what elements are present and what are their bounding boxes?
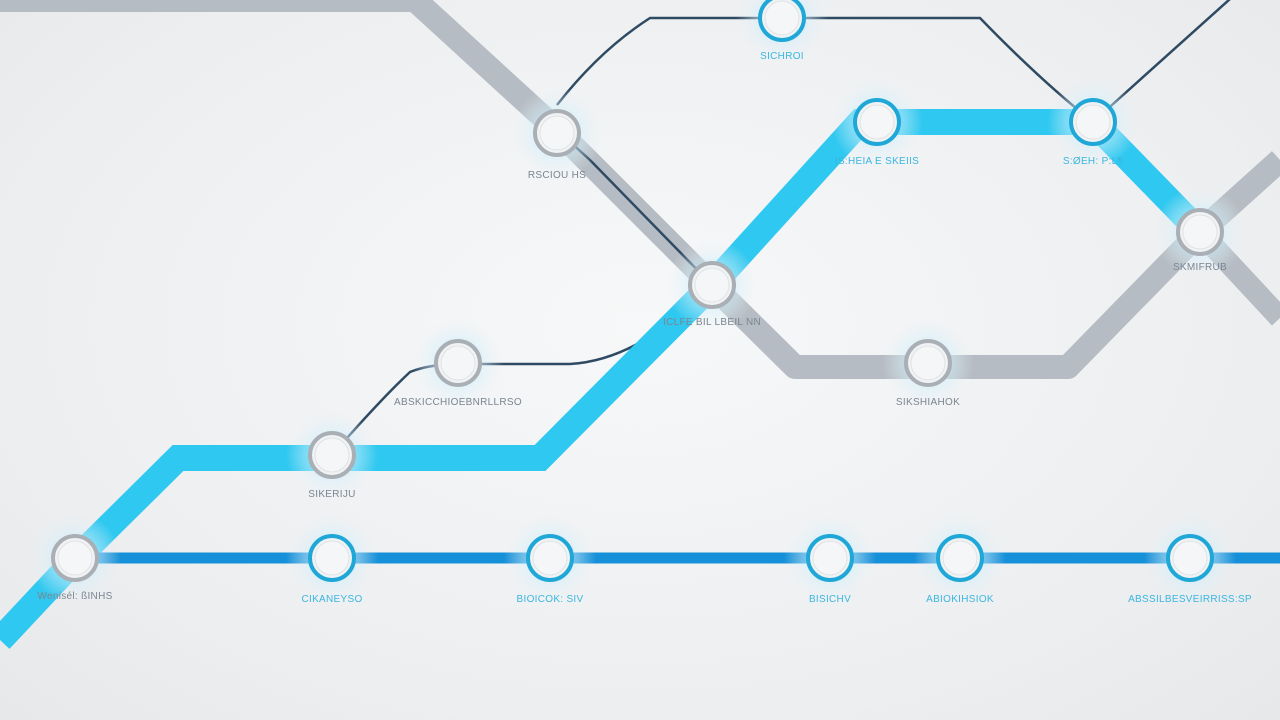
station-marker-inner <box>532 540 568 576</box>
station-label: ABSKICCHIOEBNRLLRSO <box>394 397 522 408</box>
station-label: IS:HEIA E SKEIIS <box>835 156 919 167</box>
station-label: BIOICOK: SIV <box>517 594 584 605</box>
station-s13[interactable]: BISICHV <box>784 512 876 605</box>
station-s05[interactable]: SKMIFRUB <box>1154 186 1246 278</box>
station-marker-inner <box>1182 214 1218 250</box>
gray-line <box>0 0 1280 379</box>
station-label: SIKERIJU <box>308 489 355 500</box>
navy-line-track-lower <box>331 129 714 456</box>
station-label: RSCIOU HS <box>528 170 586 181</box>
station-s12[interactable]: BIOICOK: SIV <box>504 512 596 605</box>
station-marker-inner <box>57 540 93 576</box>
station-marker-inner <box>942 540 978 576</box>
station-s03[interactable]: IS:HEIA E SKEIIS <box>831 76 923 168</box>
station-label: ABSSILBESVEIRRISS:SP <box>1128 594 1252 605</box>
station-label: ICLFE BIL LBEIL NN <box>663 317 761 328</box>
station-s02[interactable]: RSCIOU HS <box>511 87 603 181</box>
station-s04[interactable]: S:ØEH: P:L¶ <box>1047 76 1139 168</box>
station-s09[interactable]: SIKERIJU <box>286 409 378 501</box>
station-marker-inner <box>314 540 350 576</box>
station-marker-inner <box>440 345 476 381</box>
station-marker-inner <box>1075 104 1111 140</box>
station-s10[interactable]: Wenisél: ßINHS <box>29 512 121 604</box>
station-label: ABIOKIHSIOK <box>926 594 994 605</box>
station-label: BISICHV <box>809 594 851 605</box>
station-label: CIKANEYSO <box>301 594 362 605</box>
station-s15[interactable]: ABSSILBESVEIRRISS:SP <box>1128 512 1252 605</box>
station-label: SKMIFRUB <box>1173 262 1227 273</box>
station-s06[interactable]: ICLFE BIL LBEIL NN <box>663 239 761 331</box>
station-label: Wenisél: ßINHS <box>37 591 112 602</box>
station-s08[interactable]: ABSKICCHIOEBNRLLRSO <box>394 317 522 409</box>
station-s07[interactable]: SIKSHIAHOK <box>882 317 974 409</box>
station-marker-inner <box>859 104 895 140</box>
station-marker-inner <box>694 267 730 303</box>
station-marker-inner <box>539 115 575 151</box>
stations: SICHROI RSCIOU HS IS:HEIA E SKEIIS S:ØEH: P… <box>29 0 1252 605</box>
gray-line-track-upper <box>0 0 1280 379</box>
station-marker-inner <box>910 345 946 381</box>
station-marker-inner <box>812 540 848 576</box>
station-s11[interactable]: CIKANEYSO <box>286 512 378 605</box>
station-label: S:ØEH: P:L¶ <box>1063 156 1123 167</box>
station-marker-inner <box>764 0 800 36</box>
station-s01[interactable]: SICHROI <box>736 0 828 64</box>
station-label: SIKSHIAHOK <box>896 397 960 408</box>
station-marker-inner <box>1172 540 1208 576</box>
station-s14[interactable]: ABIOKIHSIOK <box>914 512 1006 605</box>
station-label: SICHROI <box>760 51 804 62</box>
station-marker-inner <box>314 437 350 473</box>
